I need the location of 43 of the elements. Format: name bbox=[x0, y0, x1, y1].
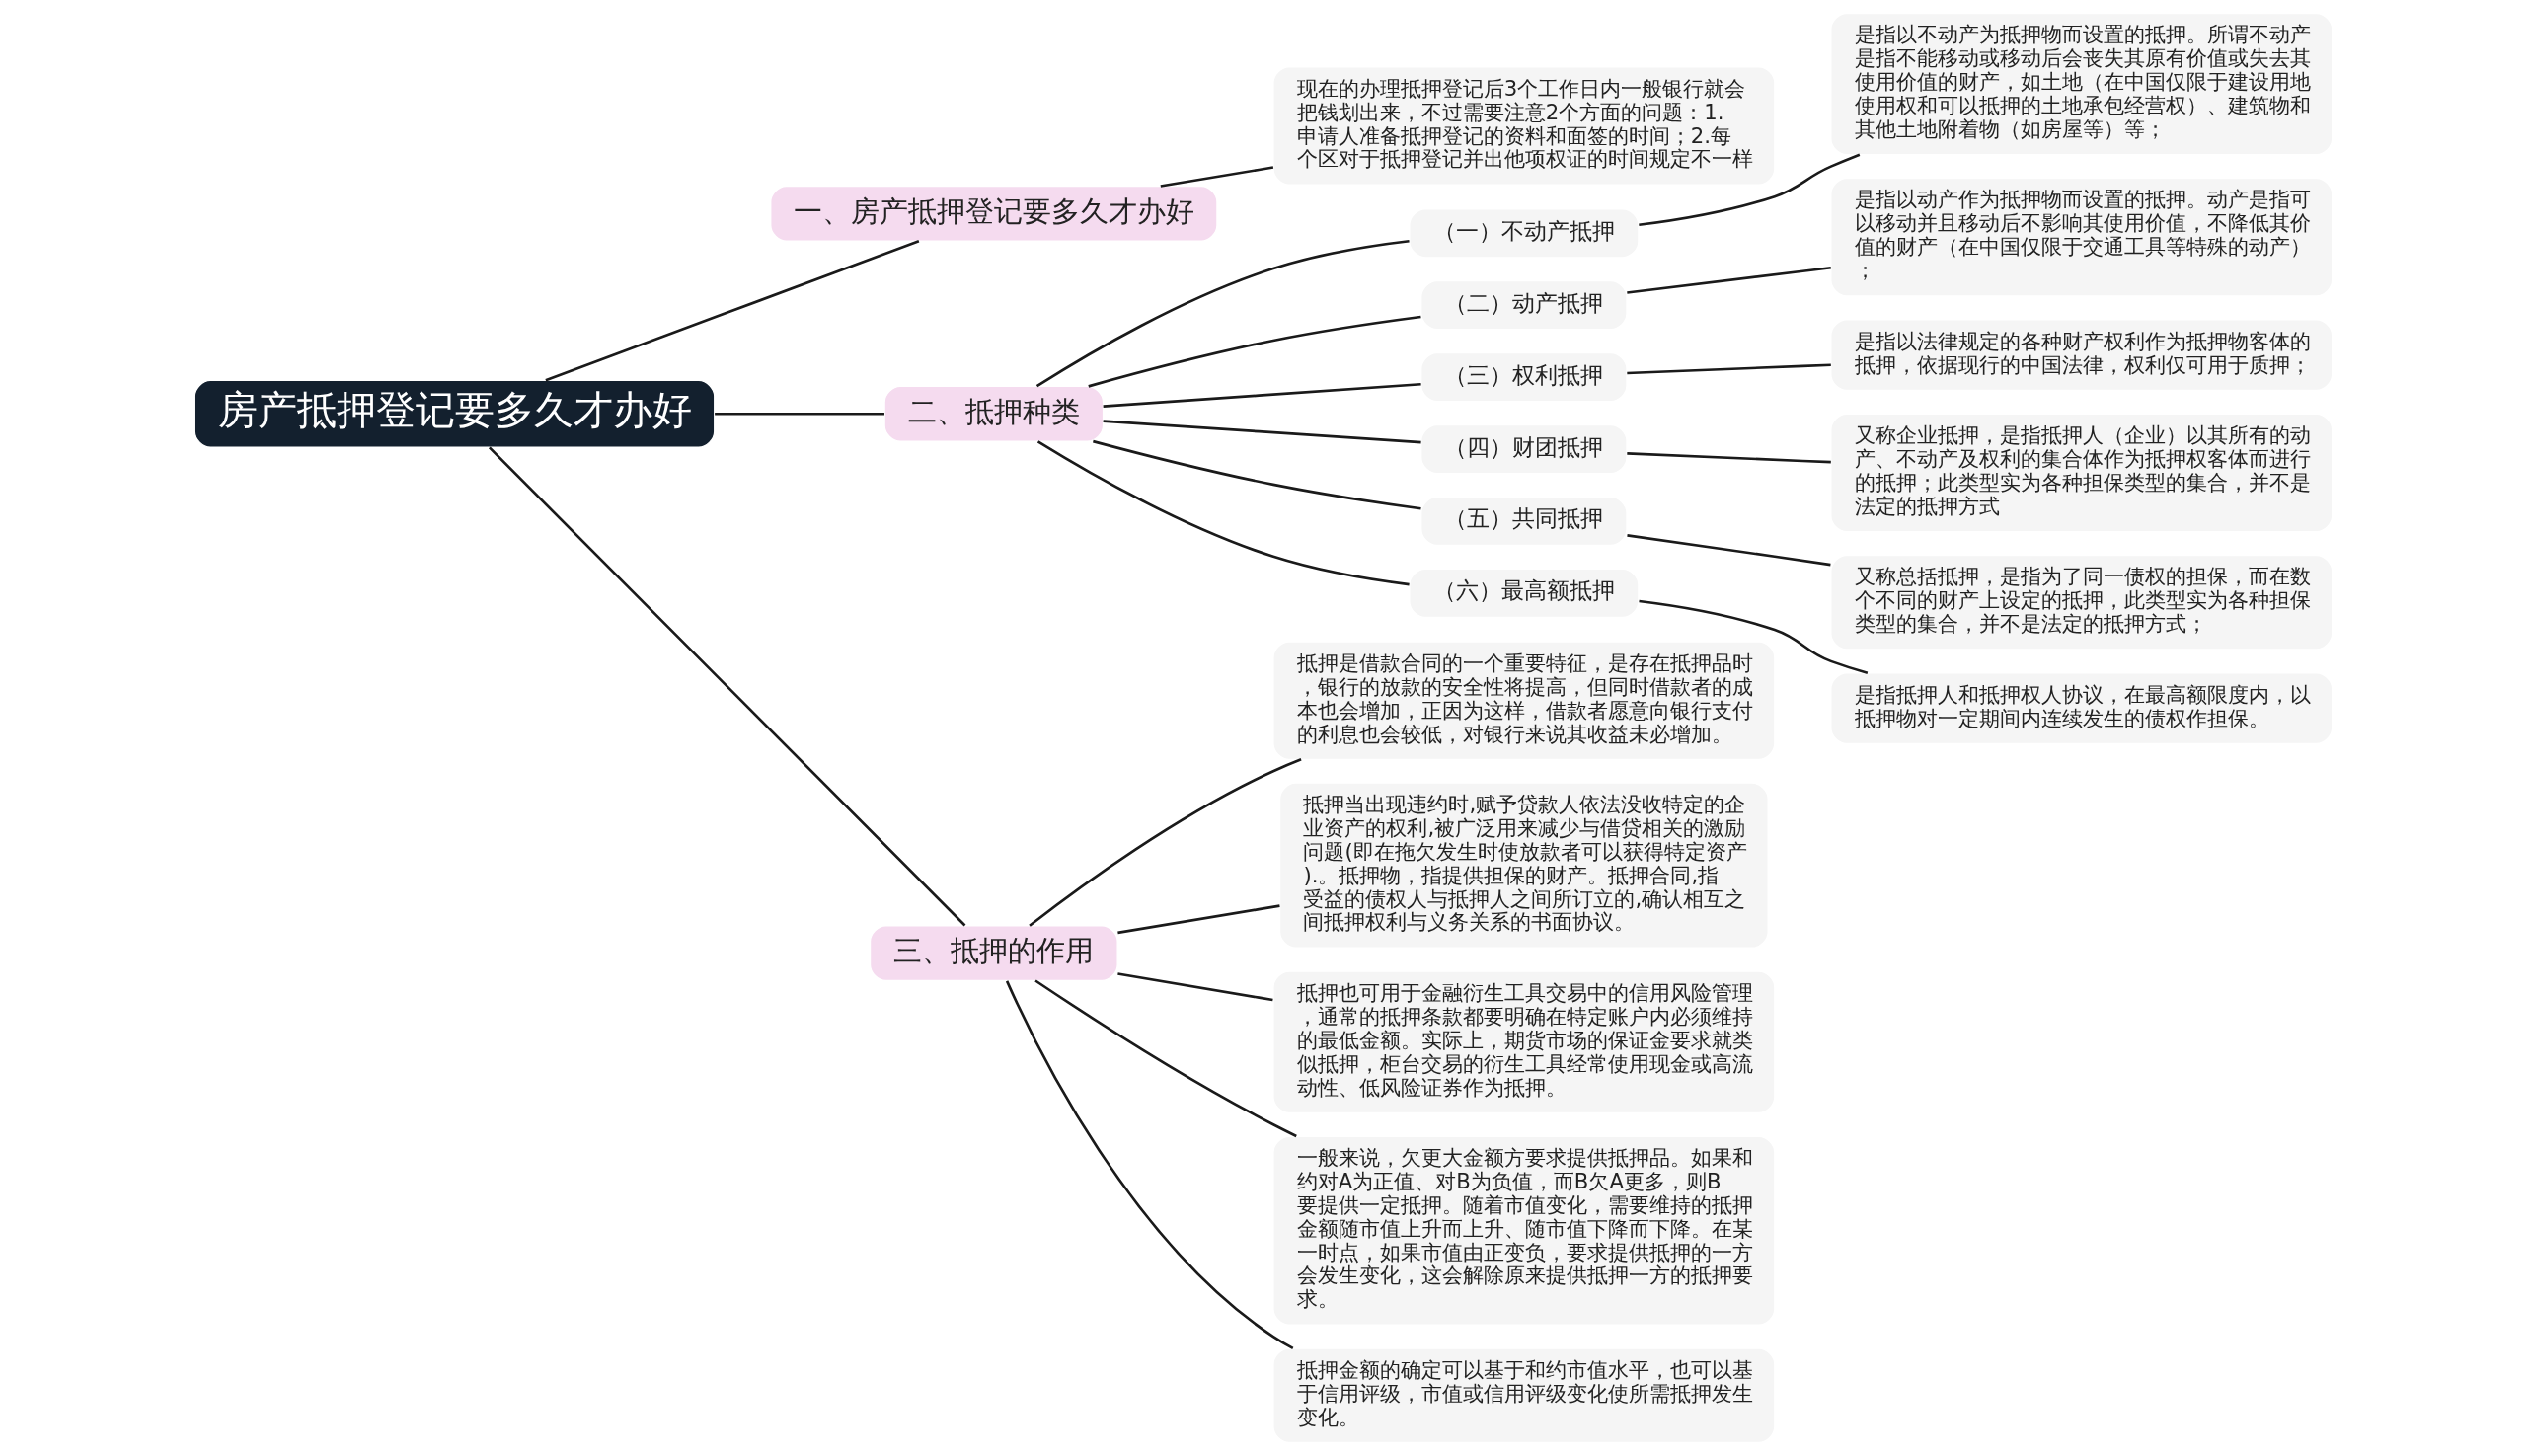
connector bbox=[1093, 439, 1421, 510]
connector bbox=[1639, 599, 1869, 675]
node-box: 是指以动产作为抵押物而设置的抵押。动产是指可以移动并且移动后不影响其使用价值，不降低其价值的财产（在中国仅限于交通工具等特殊的动产）； bbox=[1830, 177, 2334, 297]
node-box: （五）共同抵押 bbox=[1420, 496, 1628, 547]
node-box: 是指抵押人和抵押权人协议，在最高额限度内，以抵押物对一定期间内连续发生的债权作担保。 bbox=[1830, 672, 2334, 745]
connector bbox=[1627, 534, 1831, 567]
connector bbox=[715, 412, 884, 416]
node-box: 抵押也可用于金融衍生工具交易中的信用风险管理，通常的抵押条款都要明确在特定账户内必须维持的最低金额。实际上，期货市场的保证金要求就类似抵押，柜台交易的衍生工具经常使用现金或高流动性、低风险证券作为抵押。 bbox=[1272, 970, 1776, 1113]
connector bbox=[1117, 972, 1273, 1002]
connector bbox=[1160, 166, 1274, 188]
connector bbox=[1088, 315, 1421, 388]
node-box: 抵押当出现违约时,赋予贷款人依法没收特定的企业资产的权利,被广泛用来减少与借贷相关的激励问题(即在拖欠发生时使放款者可以获得特定资产).。抵押物，指提供担保的财产。抵押合同,指受益的债权人与抵押人之间所订立的,确认相互之间抵押权利与义务关系的书面协议。 bbox=[1278, 782, 1769, 949]
node-box: 一般来说，欠更大金额方要求提供抵押品。如果和约对A为正值、对B为负值，而B欠A更多，则B要提供一定抵押。随着市值变化，需要维持的抵押金额随市值上升而上升、随市值下降而下降。在某一时点，如果市值由正变负，要求提供抵押的一方会发生变化，这会解除原来提供抵押一方的抵押要求。 bbox=[1272, 1135, 1776, 1326]
connector bbox=[1029, 758, 1302, 927]
connector bbox=[1034, 979, 1297, 1138]
node-box: 又称企业抵押，是指抵押人（企业）以其所有的动产、不动产及权利的集合体作为抵押权客体而进行的抵押；此类型实为各种担保类型的集合，并不是法定的抵押方式 bbox=[1830, 413, 2334, 533]
node-box: 三、抵押的作用 bbox=[869, 925, 1118, 982]
node-box: 抵押是借款合同的一个重要特征，是存在抵押品时，银行的放款的安全性将提高，但同时借款者的成本也会增加，正因为这样，借款者愿意向银行支付的利息也会较低，对银行来说其收益未必增加。 bbox=[1272, 641, 1776, 760]
connector bbox=[1035, 239, 1410, 388]
node-box: （一）不动产抵押 bbox=[1409, 208, 1640, 259]
connector bbox=[1103, 382, 1421, 408]
node-box: 房产抵押登记要多久才办好 bbox=[193, 379, 716, 448]
node-box: 现在的办理抵押登记后3个工作日内一般银行就会把钱划出来，不过需要注意2个方面的问题：1.申请人准备抵押登记的资料和面签的时间；2.每个区对于抵押登记并出他项权证的时间规定不一样 bbox=[1272, 66, 1776, 186]
node-box: 是指以不动产为抵押物而设置的抵押。所谓不动产是指不能移动或移动后会丧失其原有价值或失去其使用价值的财产，如土地（在中国仅限于建设用地使用权和可以抵押的土地承包经营权）、建筑物和其他土地附着物（如房屋等）等； bbox=[1830, 12, 2334, 156]
connector bbox=[1117, 904, 1280, 935]
connector bbox=[1627, 452, 1831, 464]
node-box: 又称总括抵押，是指为了同一债权的担保，而在数个不同的财产上设定的抵押，此类型实为各种担保类型的集合，并不是法定的抵押方式； bbox=[1830, 554, 2334, 651]
connector bbox=[1036, 440, 1410, 586]
node-box: （二）动产抵押 bbox=[1420, 280, 1628, 331]
connector bbox=[488, 446, 966, 927]
node-box: 是指以法律规定的各种财产权利作为抵押物客体的抵押，依据现行的中国法律，权利仅可用于质押； bbox=[1830, 319, 2334, 392]
node-box: 二、抵押种类 bbox=[883, 385, 1105, 442]
node-box: （四）财团抵押 bbox=[1420, 423, 1628, 475]
connector bbox=[1627, 363, 1831, 375]
connector bbox=[1005, 980, 1294, 1350]
node-box: 抵押金额的确定可以基于和约市值水平，也可以基于信用评级，市值或信用评级变化使所需抵押发生变化。 bbox=[1272, 1347, 1776, 1444]
node-box: （三）权利抵押 bbox=[1420, 351, 1628, 403]
node-box: 一、房产抵押登记要多久才办好 bbox=[770, 185, 1218, 242]
node-box: （六）最高额抵押 bbox=[1409, 568, 1640, 619]
connector bbox=[1627, 266, 1831, 294]
connector bbox=[545, 240, 920, 382]
connector bbox=[1639, 153, 1861, 227]
connector bbox=[1103, 420, 1421, 444]
